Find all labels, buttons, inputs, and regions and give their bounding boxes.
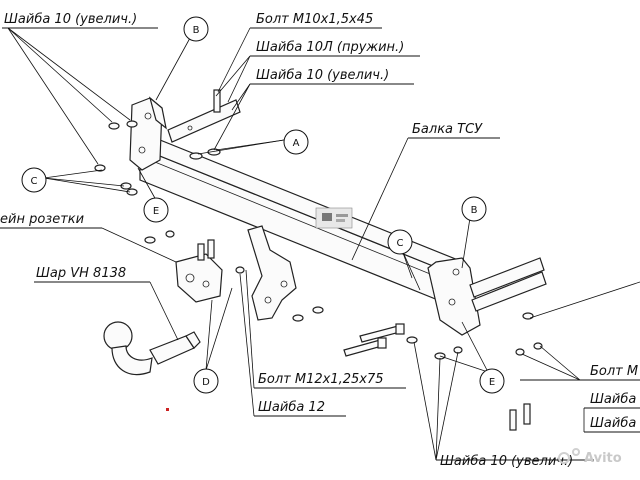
callout-d: D (193, 368, 219, 394)
socket-bracket (175, 239, 223, 303)
svg-text:A: A (293, 138, 300, 149)
label-washer-10l: Шайба 10Л (пружин.) (256, 40, 404, 55)
label-washer-10-bottom: Шайба 10 (увелич.) (440, 454, 573, 469)
leader-lines (0, 27, 640, 461)
label-washer-right-1: Шайба (590, 392, 636, 407)
callout-c-right: C (387, 229, 413, 255)
callout-a: A (283, 129, 309, 155)
left-mount-bracket (129, 96, 241, 171)
tow-ball (103, 321, 201, 376)
red-mark (166, 408, 169, 411)
callout-b-top: B (183, 16, 209, 42)
svg-text:C: C (397, 238, 404, 249)
callout-e-left: E (143, 197, 169, 223)
label-washer-12: Шайба 12 (258, 400, 325, 415)
svg-text:E: E (489, 377, 495, 388)
svg-text:B: B (471, 205, 478, 216)
right-mount-bracket (427, 257, 547, 336)
svg-text:E: E (153, 206, 159, 217)
label-washer-right-2: Шайба (590, 416, 636, 431)
label-washer-10-mid: Шайба 10 (увелич.) (256, 68, 389, 83)
label-bolt-m12: Болт М12х1,25х75 (258, 372, 384, 387)
center-hitch-plate (247, 225, 297, 321)
thumbnail-image (315, 207, 353, 229)
label-socket-bracket: ейн розетки (0, 212, 84, 227)
label-bolt-right-cut: Болт М (590, 364, 638, 379)
label-tow-ball: Шар VH 8138 (36, 266, 126, 281)
svg-text:B: B (193, 25, 200, 36)
callout-b-right: B (461, 196, 487, 222)
label-washer-10-top: Шайба 10 (увелич.) (4, 12, 137, 27)
label-bolt-m10: Болт М10х1,5х45 (256, 12, 373, 27)
avito-watermark: Avito (558, 448, 622, 466)
svg-text:Avito: Avito (584, 451, 622, 466)
callout-e-right: E (479, 368, 505, 394)
callout-c-left: C (21, 167, 47, 193)
svg-text:C: C (31, 176, 38, 187)
svg-text:D: D (202, 377, 210, 388)
label-beam: Балка ТСУ (412, 122, 483, 137)
bolts (213, 89, 531, 431)
